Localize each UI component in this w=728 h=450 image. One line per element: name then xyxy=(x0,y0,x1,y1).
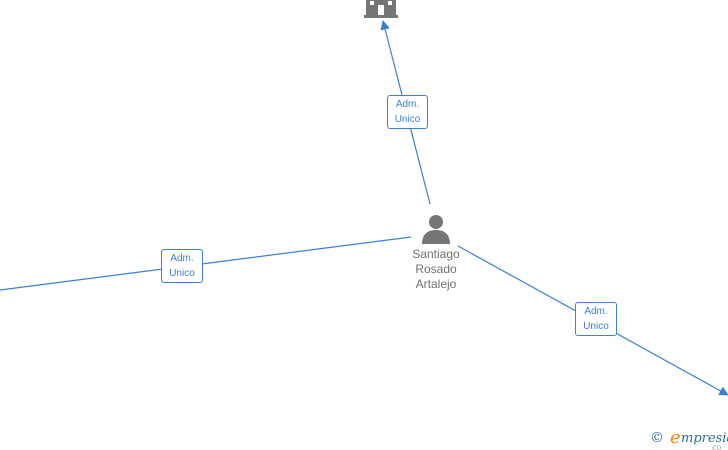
copyright-symbol: © xyxy=(650,430,664,446)
empresia-watermark: © e mpresia co xyxy=(650,427,728,450)
person-name: Santiago Rosado Artalejo xyxy=(404,247,468,292)
person-icon xyxy=(422,215,450,244)
person-name-line: Santiago xyxy=(412,247,460,261)
person-name-line: Rosado xyxy=(415,262,457,276)
person-node[interactable]: Santiago Rosado Artalejo xyxy=(404,214,468,292)
person-name-line: Artalejo xyxy=(415,277,457,291)
edge-label-right[interactable]: Adm. Unico xyxy=(575,302,617,336)
edge-left-line xyxy=(0,236,412,291)
building-icon xyxy=(364,0,398,18)
edge-label-line: Unico xyxy=(394,114,421,125)
edge-label-line: Adm. xyxy=(170,253,194,264)
company-node-top[interactable] xyxy=(364,0,398,23)
edge-label-line: Unico xyxy=(583,321,609,332)
edge-label-left[interactable]: Adm. Unico xyxy=(161,249,203,283)
edge-label-line: Adm. xyxy=(584,306,608,317)
empresia-logo-initial: e xyxy=(670,427,681,448)
edge-label-line: Adm. xyxy=(395,99,420,110)
empresia-logo-suffix: co xyxy=(712,443,722,450)
edge-label-line: Unico xyxy=(169,268,195,279)
edge-label-top[interactable]: Adm. Unico xyxy=(387,95,428,129)
empresia-logo-text: mpresia xyxy=(681,431,728,446)
